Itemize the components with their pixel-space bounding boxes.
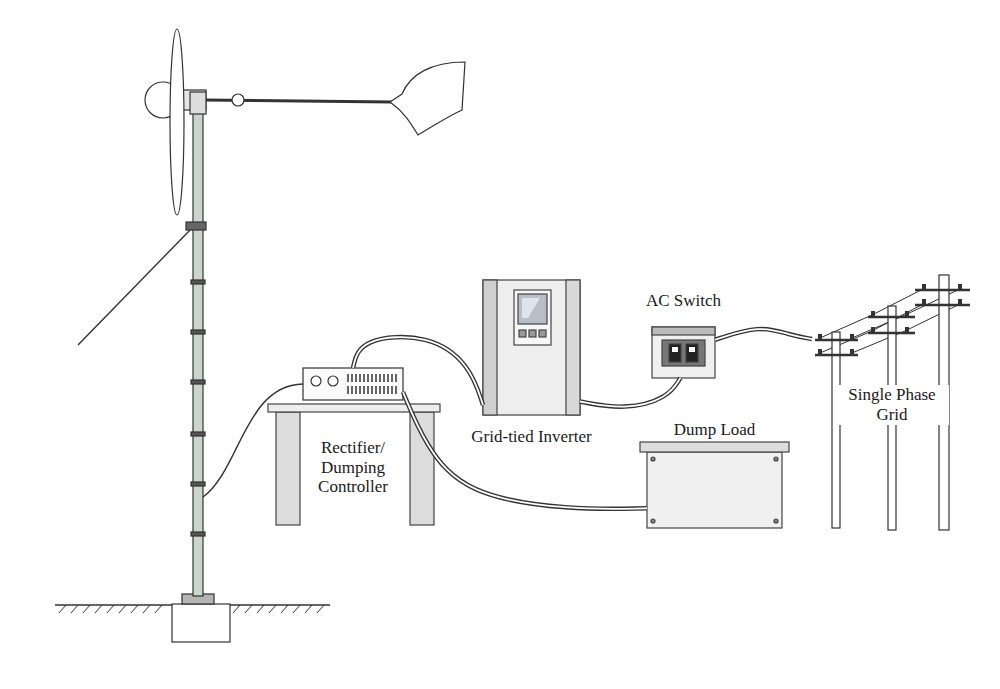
- controller-box-part: [311, 376, 321, 386]
- table-part: [410, 412, 434, 525]
- ac-switch-box-part: [689, 347, 695, 352]
- inverter-node: Grid-tied Inverter: [483, 280, 580, 415]
- device-label: Rectifier/ Dumping Controller: [309, 438, 397, 497]
- utility-poles: [815, 275, 970, 530]
- dump-load-node: Dump Load: [647, 452, 782, 528]
- wind-turbine-part: [191, 280, 205, 284]
- controller-box-part: [348, 374, 396, 394]
- wind-turbine-part: [78, 228, 192, 345]
- wind-turbine-part: [190, 92, 206, 114]
- controller-box: [303, 368, 403, 400]
- controller-box-part: [303, 368, 403, 400]
- wind-turbine-part: [172, 604, 230, 642]
- inverter-unit-part: [483, 280, 497, 415]
- cable-outline: [580, 378, 680, 407]
- utility-poles-part: [818, 284, 962, 355]
- dump-load-box-part: [774, 457, 778, 461]
- ac-switch-box-part: [686, 344, 698, 362]
- ac-switch-box-part: [662, 340, 705, 366]
- ac-switch-box-part: [672, 347, 678, 352]
- device-label: AC Switch: [643, 291, 724, 311]
- utility-poles-part: [832, 332, 840, 528]
- inverter-unit: [483, 280, 580, 415]
- device-label: Grid-tied Inverter: [468, 427, 594, 447]
- inverter-unit-part: [519, 330, 526, 337]
- dump-load-box-part: [647, 452, 782, 528]
- ac-switch-box: [652, 327, 715, 378]
- wind-turbine-part: [193, 108, 203, 596]
- cable: [580, 378, 680, 407]
- dump-load-box-part: [640, 442, 789, 452]
- dump-load-box: [640, 442, 789, 528]
- wind-turbine-part: [191, 330, 205, 334]
- cable-outline: [715, 329, 812, 340]
- device-label: Dump Load: [671, 420, 759, 440]
- wind-turbine-part: [191, 432, 205, 436]
- dump-load-box-part: [651, 519, 655, 523]
- controller-box-part: [328, 376, 338, 386]
- cable-outline: [353, 337, 483, 405]
- wind-turbine-part: [191, 380, 205, 384]
- wind-turbine-part: [232, 94, 244, 106]
- cable: [353, 337, 483, 405]
- table-part: [268, 404, 440, 412]
- wind-turbine-part: [390, 62, 465, 135]
- table-part: [276, 412, 300, 525]
- cable-outline: [403, 392, 647, 509]
- inverter-unit-part: [566, 280, 580, 415]
- wind-turbine-part: [191, 482, 205, 486]
- cable: [403, 392, 647, 509]
- utility-poles-part: [815, 290, 970, 355]
- ac-switch-box-part: [652, 327, 715, 378]
- switch-node: AC Switch: [652, 327, 715, 378]
- wind-turbine-part: [191, 532, 205, 536]
- wind-turbine-part: [170, 29, 184, 215]
- cable-core: [353, 337, 483, 405]
- inverter-unit-part: [522, 298, 540, 318]
- dump-load-box-part: [651, 457, 655, 461]
- cable-core: [580, 378, 680, 407]
- device-label: Single Phase Grid: [835, 385, 949, 424]
- controller-node: Rectifier/ Dumping Controller: [303, 368, 403, 400]
- cable-core: [403, 392, 647, 509]
- inverter-unit-part: [483, 280, 580, 415]
- cable: [715, 329, 812, 340]
- inverter-unit-part: [514, 290, 551, 345]
- grid-node: Single Phase Grid: [812, 272, 972, 530]
- ac-switch-box-part: [669, 344, 681, 362]
- inverter-unit-part: [529, 330, 536, 337]
- cable-core: [715, 329, 812, 340]
- dump-load-box-part: [774, 519, 778, 523]
- wind-turbine-part: [186, 222, 206, 230]
- inverter-unit-part: [518, 294, 547, 324]
- ac-switch-box-part: [652, 327, 715, 335]
- inverter-unit-part: [539, 330, 546, 337]
